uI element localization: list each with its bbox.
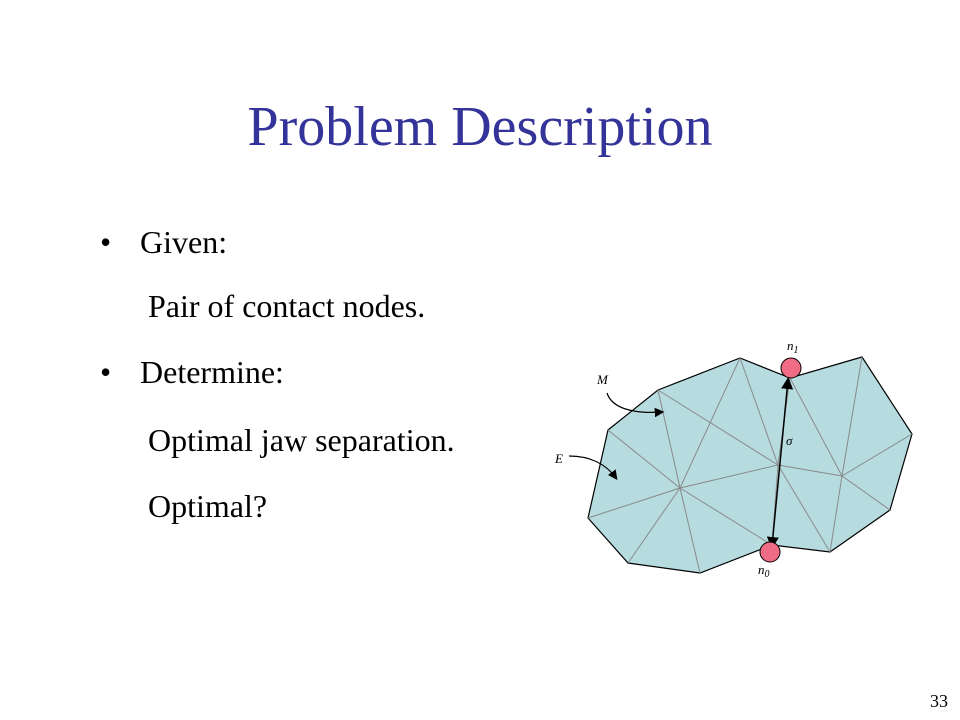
bullet-given: Given: bbox=[140, 224, 228, 260]
label-n1-subscript: 1 bbox=[794, 345, 799, 356]
label-n0-base: n bbox=[758, 562, 765, 577]
optimal-question: Optimal? bbox=[148, 488, 268, 524]
bullet-marker: • bbox=[100, 224, 112, 260]
bullet-given-detail: Pair of contact nodes. bbox=[148, 288, 426, 324]
label-e: E bbox=[554, 451, 563, 466]
label-n0: n0 bbox=[758, 562, 770, 580]
bullet-determine: Determine: bbox=[140, 354, 284, 390]
sigma-arrow bbox=[766, 377, 794, 549]
bullet-marker: • bbox=[100, 354, 112, 390]
mesh-polygon bbox=[587, 356, 913, 574]
e-pointer-arrow bbox=[568, 455, 618, 480]
label-m: M bbox=[596, 372, 609, 387]
label-n1: n1 bbox=[787, 338, 799, 356]
slide-title: Problem Description bbox=[247, 96, 713, 158]
label-sigma: σ bbox=[786, 433, 793, 448]
label-n1-base: n bbox=[787, 338, 794, 353]
contact-node-n0 bbox=[759, 541, 781, 563]
bullet-determine-detail: Optimal jaw separation. bbox=[148, 422, 455, 458]
contact-node-n1 bbox=[780, 357, 802, 379]
m-pointer-arrow bbox=[606, 392, 665, 418]
label-n0-subscript: 0 bbox=[765, 569, 770, 580]
page-number: 33 bbox=[930, 691, 948, 711]
